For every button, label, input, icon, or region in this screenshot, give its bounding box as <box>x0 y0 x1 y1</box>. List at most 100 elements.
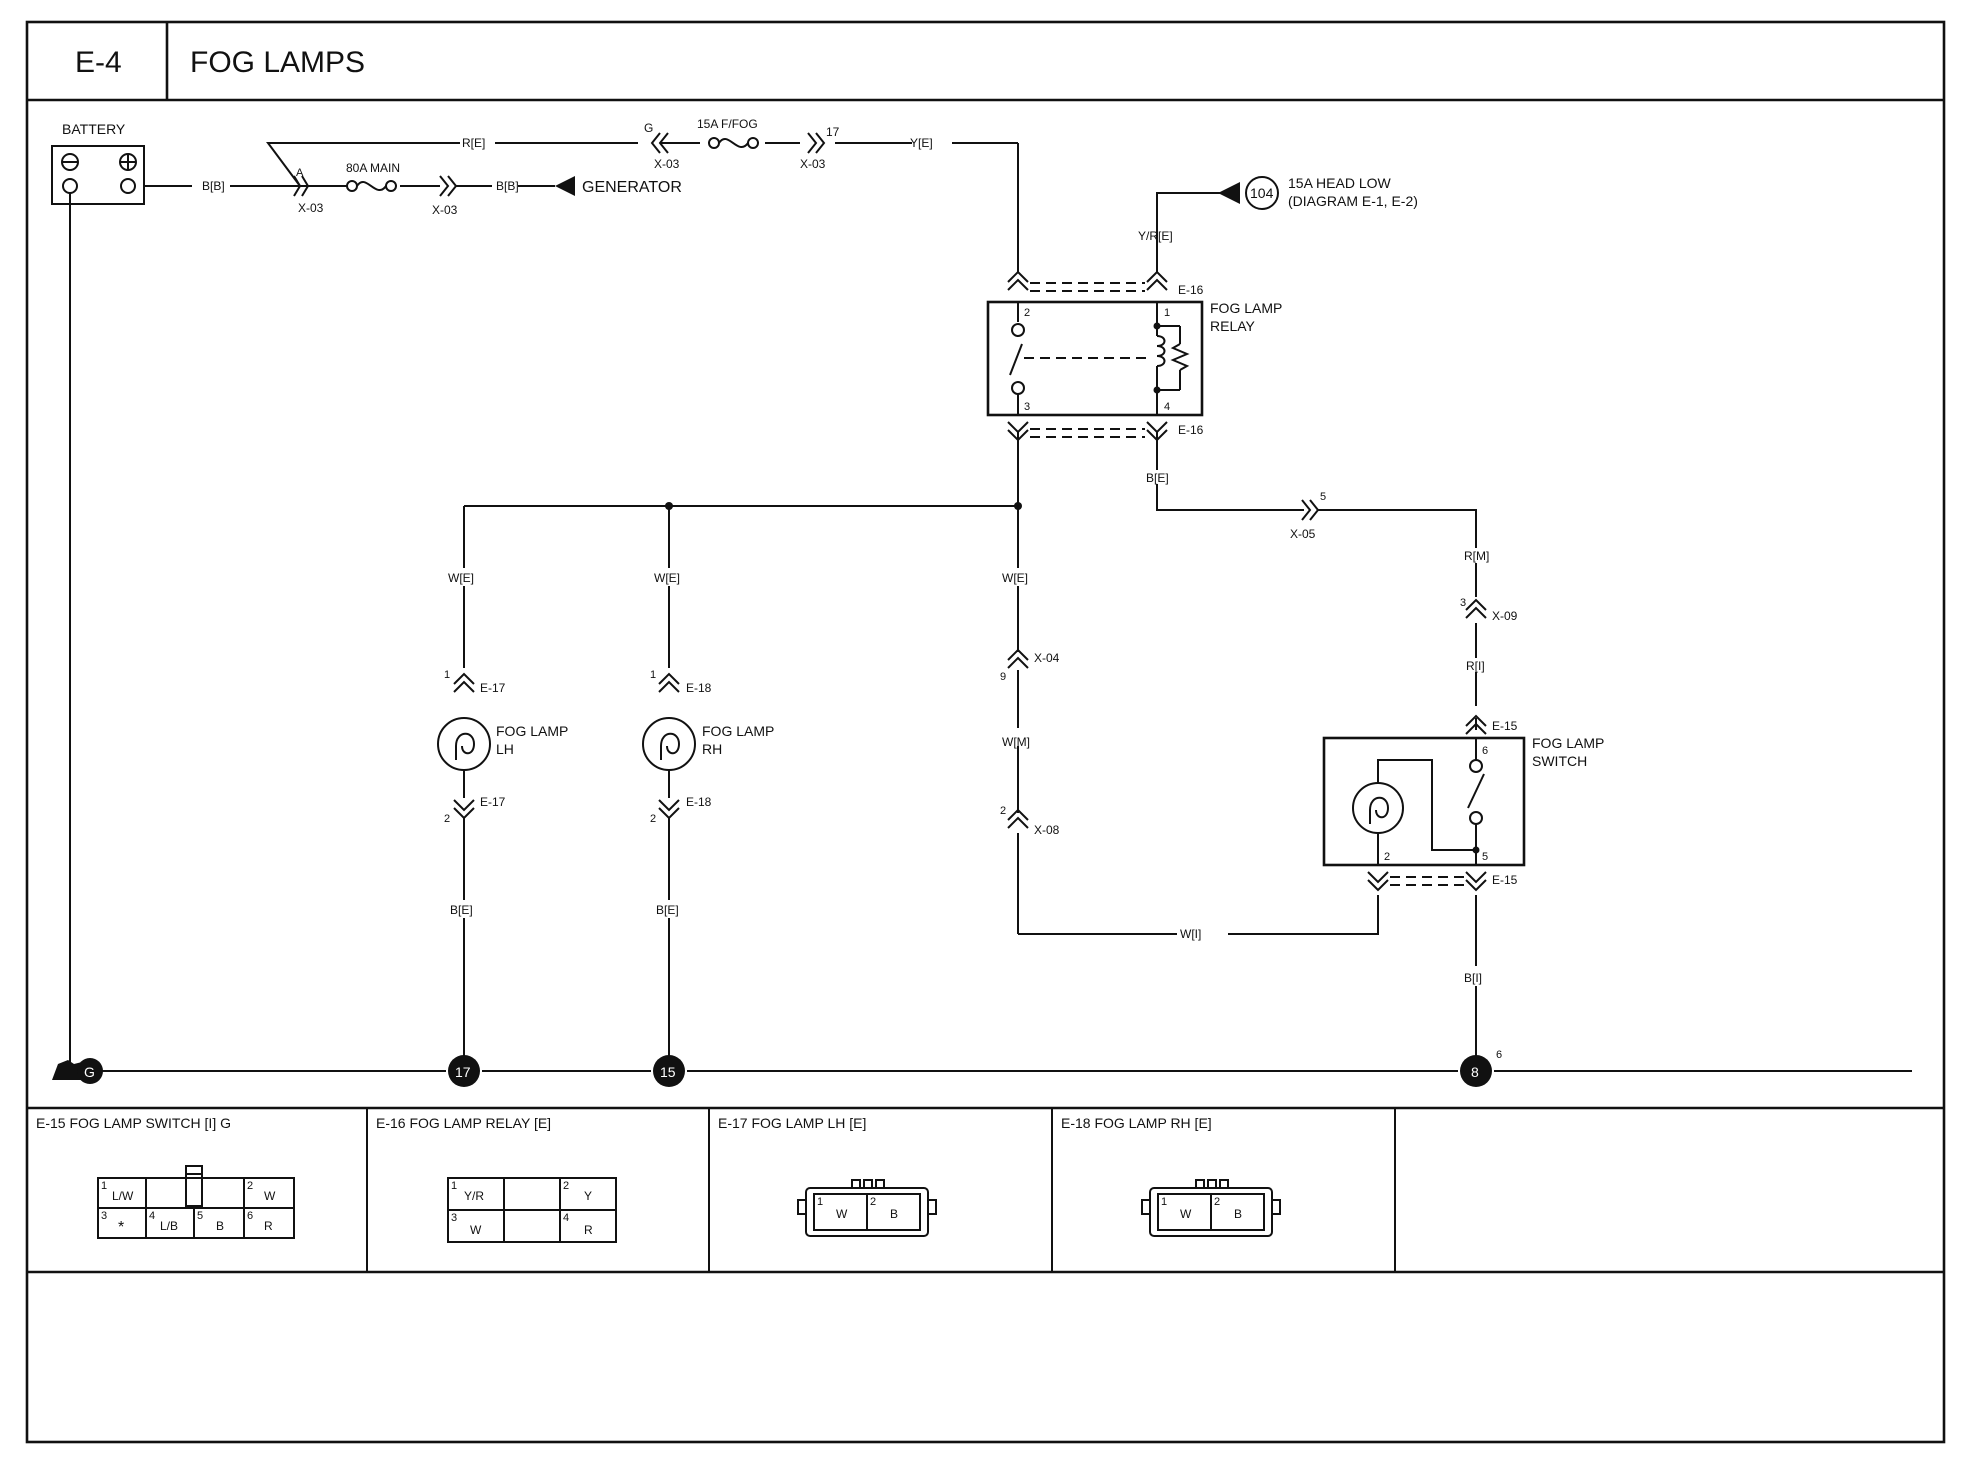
pin-number: 2 <box>1214 1196 1220 1208</box>
head-low-reference-circle <box>1245 176 1279 210</box>
connector-label: E-16 <box>1178 423 1204 437</box>
connector-label: 2 <box>444 813 450 825</box>
frame <box>25 20 1946 1444</box>
pin-wire-color: L/B <box>160 1219 178 1233</box>
wire-label: B[I] <box>1464 971 1482 985</box>
battery-label: BATTERY <box>62 121 126 137</box>
pin-wire-color: * <box>118 1219 124 1236</box>
connector-label: X-04 <box>1034 651 1060 665</box>
connector-label: E-15 <box>1492 873 1518 887</box>
lamp-lh-label-line2: LH <box>496 741 514 757</box>
wire-label: B[E] <box>450 903 473 917</box>
head-low-reference-number: 104 <box>1250 185 1274 201</box>
generator-arrow-icon <box>555 176 575 196</box>
wire-label: W[E] <box>654 571 680 585</box>
connector-face-e18 <box>1141 1179 1281 1237</box>
wire-label: B[E] <box>1146 471 1169 485</box>
head-low-arrow-icon <box>1218 182 1240 204</box>
connector-label: E-15 <box>1492 719 1518 733</box>
ground-point-15-label: 15 <box>660 1064 676 1080</box>
wire-label: R[M] <box>1464 549 1489 563</box>
connector-label: 5 <box>1320 491 1326 503</box>
fog-lamp-rh <box>642 717 696 771</box>
wire-label: Y[E] <box>910 136 933 150</box>
pin-wire-color: R <box>584 1223 593 1237</box>
connector-label: E-18 <box>686 681 712 695</box>
page-title: FOG LAMPS <box>190 46 365 79</box>
pin-wire-color: W <box>264 1189 276 1203</box>
connector-label: 2 <box>1000 805 1006 817</box>
pin-number: 2 <box>563 1180 569 1192</box>
pin-number: 4 <box>563 1212 569 1224</box>
fog-lamp-switch <box>1322 736 1526 867</box>
relay-pin-3: 3 <box>1024 401 1030 413</box>
connector-label: G <box>644 121 653 135</box>
connector-label: 1 <box>444 669 450 681</box>
ground-chassis-label: G <box>84 1064 95 1080</box>
wire-label: R[I] <box>1466 659 1485 673</box>
connector-face-e16 <box>447 1177 617 1243</box>
switch-pin-2: 2 <box>1384 851 1390 863</box>
wire-label: R[E] <box>462 136 485 150</box>
pin-wire-color: W <box>1180 1207 1192 1221</box>
wire-labels: B[B] B[B] R[E] Y[E] Y/R[E] B[E] R[M] R[I… <box>202 136 1489 985</box>
connector-view-title: E-17 FOG LAMP LH [E] <box>718 1115 866 1131</box>
relay-pin-4: 4 <box>1164 401 1170 413</box>
connector-label: X-05 <box>1290 527 1316 541</box>
fuse-15a-ffog <box>708 137 759 149</box>
lamp-rh-label-line2: RH <box>702 741 722 757</box>
connector-label: X-09 <box>1492 609 1518 623</box>
wire-label: B[B] <box>202 179 225 193</box>
wires <box>69 142 1912 1072</box>
pin-number: 4 <box>149 1210 155 1222</box>
fog-lamp-lh <box>437 717 491 771</box>
connector-label: 17 <box>826 125 840 139</box>
lamp-lh-label-line1: FOG LAMP <box>496 723 568 739</box>
ground-point-8 <box>1460 1055 1492 1087</box>
fog-lamp-relay <box>986 300 1204 417</box>
ground-point-15 <box>653 1055 685 1087</box>
pin-number: 1 <box>817 1196 823 1208</box>
pin-wire-color: L/W <box>112 1189 134 1203</box>
junction-dots <box>665 502 1022 510</box>
wire-label: W[I] <box>1180 927 1201 941</box>
relay-pin-2: 2 <box>1024 307 1030 319</box>
pin-wire-color: Y/R <box>464 1189 484 1203</box>
wire-label: B[E] <box>656 903 679 917</box>
connector-view-title: E-15 FOG LAMP SWITCH [I] G <box>36 1115 231 1131</box>
connector-view-title: E-18 FOG LAMP RH [E] <box>1061 1115 1212 1131</box>
connector-face-e17 <box>797 1179 937 1237</box>
connector-label: A <box>296 167 304 179</box>
fuse-main-label: 80A MAIN <box>346 161 400 175</box>
connector-label: 3 <box>1460 597 1466 609</box>
pin-number: 1 <box>1161 1196 1167 1208</box>
connector-label: 9 <box>1000 671 1006 683</box>
connector-label: E-17 <box>480 795 506 809</box>
pin-wire-color: R <box>264 1219 273 1233</box>
wire-label: Y/R[E] <box>1138 229 1173 243</box>
pin-wire-color: W <box>470 1223 482 1237</box>
pin-number: 6 <box>247 1210 253 1222</box>
head-low-label: 15A HEAD LOW <box>1288 175 1391 191</box>
connector-label: X-08 <box>1034 823 1060 837</box>
pin-wire-color: Y <box>584 1189 592 1203</box>
relay-label-line2: RELAY <box>1210 318 1256 334</box>
switch-pin-5: 5 <box>1482 851 1488 863</box>
generator-label: GENERATOR <box>582 179 682 196</box>
ground-chassis <box>52 1058 103 1084</box>
wire-label: W[M] <box>1002 735 1030 749</box>
pin-number: 1 <box>101 1180 107 1192</box>
ground-point-17-label: 17 <box>455 1064 471 1080</box>
relay-pin-1: 1 <box>1164 307 1170 319</box>
relay-label-line1: FOG LAMP <box>1210 300 1282 316</box>
pin-number: 3 <box>451 1212 457 1224</box>
pin-number: 2 <box>247 1180 253 1192</box>
connector-label: E-17 <box>480 681 506 695</box>
diagram-code: E-4 <box>75 46 122 79</box>
lamp-rh-label-line1: FOG LAMP <box>702 723 774 739</box>
fuse-ffog-label: 15A F/FOG <box>697 117 758 131</box>
connector-label: X-03 <box>298 201 324 215</box>
ground-point-8-pin: 6 <box>1496 1049 1502 1061</box>
pin-wire-color: W <box>836 1207 848 1221</box>
